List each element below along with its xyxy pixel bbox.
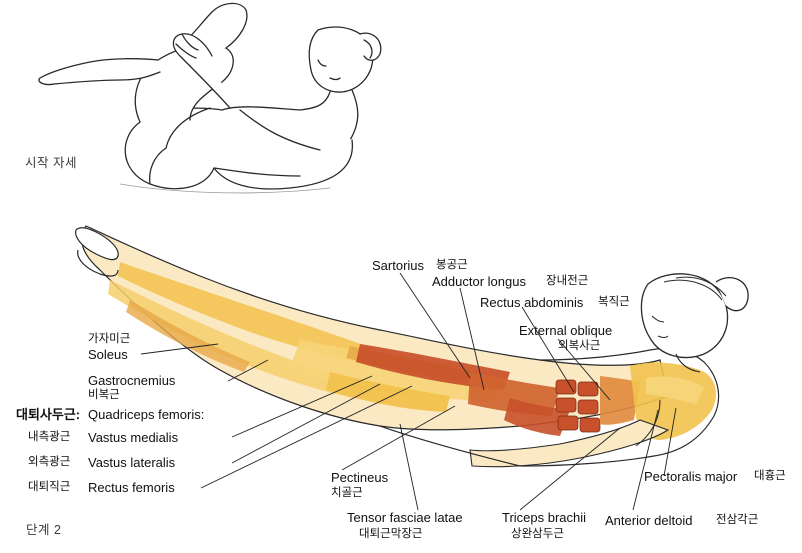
label-bibokgeun: 비복근	[88, 389, 120, 401]
label-rectus-femoris: Rectus femoris	[88, 480, 175, 495]
label-adductor-longus: Adductor longus	[432, 274, 526, 289]
label-quadriceps-ko: 대퇴사두근:	[16, 407, 81, 422]
label-rectus-femoris-ko: 대퇴직근	[28, 481, 71, 493]
caption-start-position: 시작 자세	[25, 156, 77, 170]
step2-figure	[75, 225, 749, 468]
label-tensor-fasciae-latae-ko: 대퇴근막장근	[359, 528, 423, 540]
label-rectus-abdominis-ko: 복직근	[598, 296, 630, 308]
label-tensor-fasciae-latae: Tensor fasciae latae	[347, 510, 463, 525]
label-anterior-deltoid-ko: 전삼각근	[716, 514, 759, 526]
label-triceps-brachii: Triceps brachii	[502, 510, 587, 525]
leader-lines	[140, 272, 677, 511]
label-external-oblique: External oblique	[519, 323, 613, 338]
label-sartorius: Sartorius	[372, 258, 425, 273]
label-vastus-lateralis-ko: 외측광근	[28, 456, 71, 468]
label-rectus-abdominis: Rectus abdominis	[480, 295, 584, 310]
label-gajamigeun: 가자미근	[88, 333, 131, 345]
label-anterior-deltoid: Anterior deltoid	[605, 513, 693, 528]
label-sartorius-ko: 봉공근	[436, 259, 468, 271]
label-soleus: Soleus	[88, 347, 128, 362]
label-gastrocnemius: Gastrocnemius	[88, 373, 176, 388]
label-quadriceps: Quadriceps femoris:	[88, 407, 205, 422]
label-pectineus: Pectineus	[331, 470, 389, 485]
label-pectineus-ko: 치골근	[331, 487, 363, 499]
label-external-oblique-ko: 외복사근	[558, 340, 601, 352]
label-vastus-medialis: Vastus medialis	[88, 430, 179, 445]
start-position-figure	[38, 2, 382, 194]
label-pectoralis-major: Pectoralis major	[644, 469, 738, 484]
label-adductor-longus-ko: 장내전근	[546, 275, 589, 287]
caption-step-2: 단계 2	[26, 523, 62, 537]
label-vastus-lateralis: Vastus lateralis	[88, 455, 176, 470]
label-triceps-brachii-ko: 상완삼두근	[511, 528, 564, 540]
label-pectoralis-major-ko: 대흉근	[754, 470, 786, 482]
label-vastus-medialis-ko: 내측광근	[28, 431, 71, 443]
